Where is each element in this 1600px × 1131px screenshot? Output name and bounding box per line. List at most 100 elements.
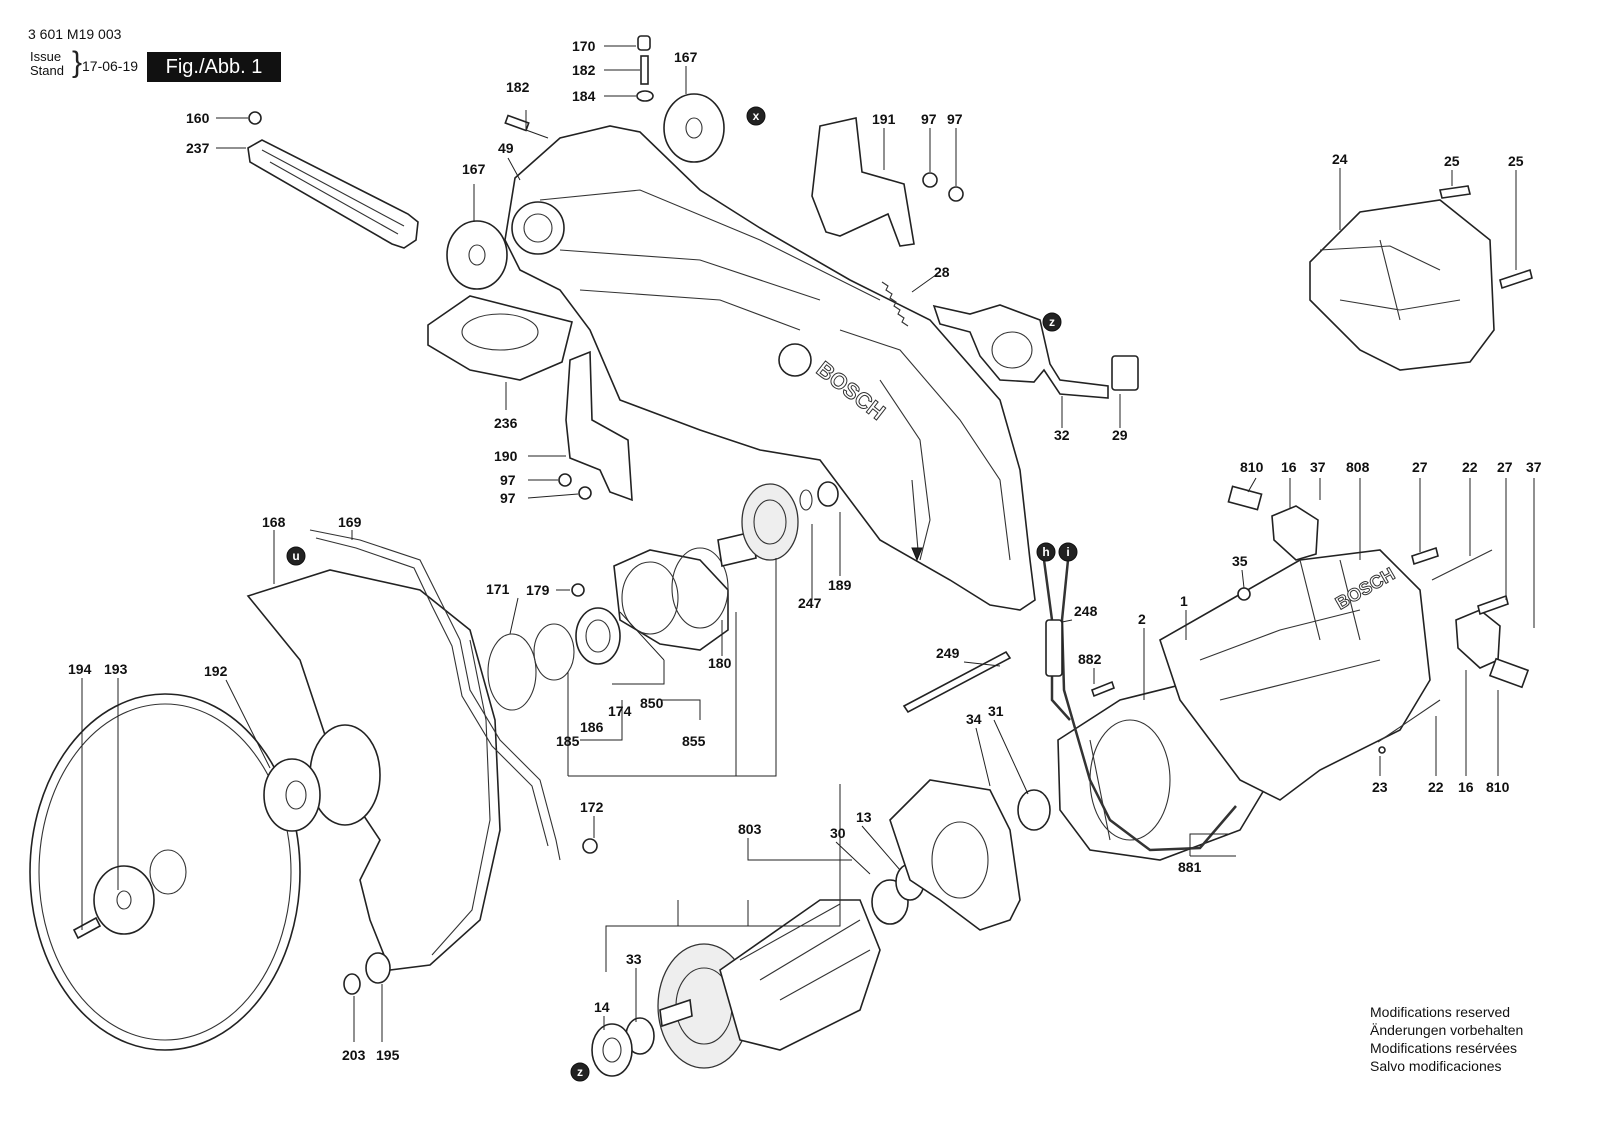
part-label-31: 31 — [988, 703, 1004, 719]
part-label-16: 16 — [1281, 459, 1297, 475]
brush-holder-parts — [1227, 485, 1530, 754]
notice-line: Modifications resérvées — [1370, 1040, 1518, 1056]
pin-stack-parts — [504, 35, 654, 132]
part-label-810: 810 — [1240, 459, 1264, 475]
issue-stand-labels: Issue Stand — [30, 50, 64, 78]
part-label-248: 248 — [1074, 603, 1098, 619]
motor-housing-1-part: BOSCH — [1159, 549, 1431, 801]
lever-32-part — [932, 304, 1139, 399]
part-label-22: 22 — [1462, 459, 1478, 475]
washer-167-left — [446, 220, 508, 290]
part-label-14: 14 — [594, 999, 610, 1015]
part-label-247: 247 — [798, 595, 822, 611]
part-label-49: 49 — [498, 140, 514, 156]
part-label-97: 97 — [921, 111, 937, 127]
part-label-24: 24 — [1332, 151, 1348, 167]
part-label-808: 808 — [1346, 459, 1370, 475]
part-label-190: 190 — [494, 448, 518, 464]
svg-text:z: z — [577, 1065, 583, 1079]
issue-label: Issue — [30, 49, 62, 64]
marker-h: h — [1036, 542, 1056, 562]
part-label-184: 184 — [572, 88, 596, 104]
part-label-167: 167 — [674, 49, 698, 65]
part-label-170: 170 — [572, 38, 596, 54]
bracket-191-part — [811, 117, 964, 247]
cable-parts — [902, 559, 1237, 852]
marker-u: u — [286, 546, 306, 566]
part-label-160: 160 — [186, 110, 210, 126]
part-label-195: 195 — [376, 1047, 400, 1063]
part-label-194: 194 — [68, 661, 92, 677]
marker-z-top: z — [1042, 312, 1062, 332]
modifications-notice: Modifications reserved Änderungen vorbeh… — [1370, 1003, 1523, 1075]
svg-text:x: x — [753, 109, 760, 123]
part-label-850: 850 — [640, 695, 664, 711]
part-label-35: 35 — [1232, 553, 1248, 569]
notice-line: Modifications reserved — [1370, 1004, 1511, 1020]
part-label-174: 174 — [608, 703, 632, 719]
svg-text:z: z — [1049, 315, 1055, 329]
part-label-168: 168 — [262, 514, 286, 530]
leader-lines — [81, 45, 1535, 1042]
part-label-37: 37 — [1526, 459, 1542, 475]
notice-line: Änderungen vorbehalten — [1370, 1022, 1524, 1038]
stand-label: Stand — [30, 63, 64, 78]
part-labels: 160 237 182 170 182 184 167 167 49 236 1… — [68, 38, 1542, 1063]
issue-date: 17-06-19 — [82, 58, 139, 74]
part-label-27: 27 — [1497, 459, 1513, 475]
part-label-192: 192 — [204, 663, 228, 679]
part-label-2: 2 — [1138, 611, 1146, 627]
svg-text:u: u — [292, 549, 299, 563]
part-label-182: 182 — [506, 79, 530, 95]
part-label-28: 28 — [934, 264, 950, 280]
part-label-97: 97 — [947, 111, 963, 127]
figure-label: Fig./Abb. 1 — [147, 52, 281, 82]
marker-x: x — [746, 106, 766, 126]
document-number: 3 601 M19 003 — [28, 26, 122, 42]
part-label-881: 881 — [1178, 859, 1202, 875]
part-label-237: 237 — [186, 140, 210, 156]
blade-guard-168-part — [246, 569, 501, 971]
part-label-186: 186 — [580, 719, 604, 735]
part-label-803: 803 — [738, 821, 762, 837]
part-label-169: 169 — [338, 514, 362, 530]
marker-i: i — [1058, 542, 1078, 562]
part-label-22: 22 — [1428, 779, 1444, 795]
part-label-855: 855 — [682, 733, 706, 749]
part-label-810: 810 — [1486, 779, 1510, 795]
part-label-33: 33 — [626, 951, 642, 967]
part-label-32: 32 — [1054, 427, 1070, 443]
part-label-25: 25 — [1508, 153, 1524, 169]
part-label-34: 34 — [966, 711, 982, 727]
part-label-180: 180 — [708, 655, 732, 671]
part-label-29: 29 — [1112, 427, 1128, 443]
part-label-172: 172 — [580, 799, 604, 815]
part-label-37: 37 — [1310, 459, 1326, 475]
part-label-167: 167 — [462, 161, 486, 177]
svg-text:h: h — [1042, 545, 1049, 559]
handle-lever-part — [247, 111, 419, 249]
brace-symbol: } — [72, 46, 83, 79]
part-label-171: 171 — [486, 581, 510, 597]
part-label-185: 185 — [556, 733, 580, 749]
spring-28-part — [881, 281, 909, 327]
part-label-179: 179 — [526, 582, 550, 598]
part-label-182: 182 — [572, 62, 596, 78]
flange-parts — [263, 758, 598, 995]
part-label-189: 189 — [828, 577, 852, 593]
part-label-16: 16 — [1458, 779, 1474, 795]
part-label-193: 193 — [104, 661, 128, 677]
arm-housing-part: BOSCH — [504, 125, 1036, 611]
part-label-236: 236 — [494, 415, 518, 431]
plate-236-part — [427, 295, 573, 381]
bracket-190-part — [558, 350, 633, 502]
fan-guard-34-part — [889, 779, 1051, 931]
svg-text:i: i — [1066, 545, 1069, 559]
part-label-249: 249 — [936, 645, 960, 661]
part-label-97: 97 — [500, 490, 516, 506]
part-label-1: 1 — [1180, 593, 1188, 609]
seal-169-part — [309, 529, 561, 861]
part-label-97: 97 — [500, 472, 516, 488]
part-label-191: 191 — [872, 111, 896, 127]
